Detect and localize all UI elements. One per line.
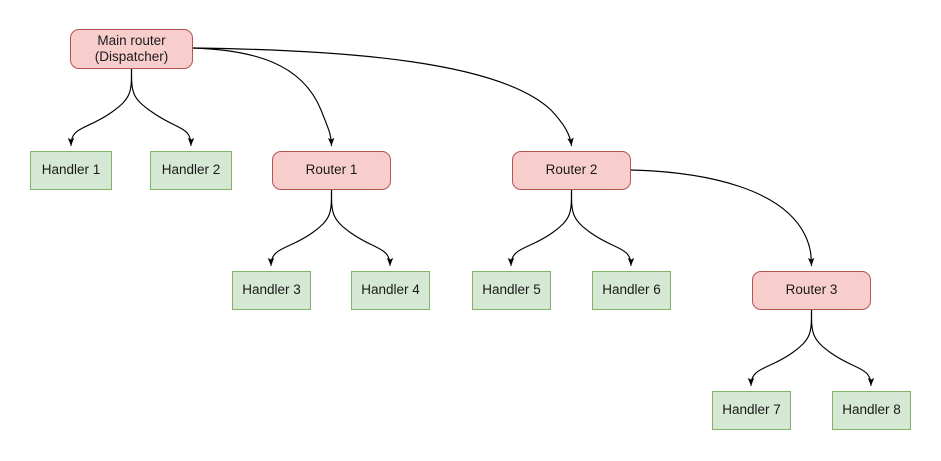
node-router-3-label: Router 3 (785, 282, 838, 298)
node-handler-3[interactable]: Handler 3 (232, 271, 311, 310)
node-handler-4[interactable]: Handler 4 (351, 271, 430, 310)
edge-main-router-to-handler-2 (130, 68, 195, 147)
edge-router-1-to-handler-3 (267, 189, 333, 267)
node-handler-1[interactable]: Handler 1 (30, 151, 112, 190)
node-handler-8-label: Handler 8 (842, 402, 901, 418)
node-handler-7[interactable]: Handler 7 (712, 391, 791, 430)
node-handler-5[interactable]: Handler 5 (472, 271, 551, 310)
node-handler-4-label: Handler 4 (361, 282, 420, 298)
node-router-2-label: Router 2 (545, 162, 598, 178)
node-router-1[interactable]: Router 1 (272, 151, 391, 190)
edge-router-1-to-handler-4 (330, 189, 394, 267)
node-handler-2-label: Handler 2 (161, 162, 221, 178)
edge-router-2-to-handler-6 (570, 189, 635, 267)
edge-main-router-to-router-1 (192, 47, 335, 147)
node-handler-6[interactable]: Handler 6 (592, 271, 671, 310)
node-router-2[interactable]: Router 2 (512, 151, 631, 190)
node-router-1-label: Router 1 (305, 162, 358, 178)
edge-router-3-to-handler-7 (747, 309, 813, 387)
node-handler-2[interactable]: Handler 2 (150, 151, 232, 190)
edge-router-2-to-handler-5 (507, 189, 573, 267)
node-handler-6-label: Handler 6 (602, 282, 661, 298)
node-main-router[interactable]: Main router (Dispatcher) (70, 29, 193, 69)
edge-main-router-to-handler-1 (67, 68, 133, 147)
edge-router-3-to-handler-8 (810, 309, 875, 387)
node-handler-3-label: Handler 3 (242, 282, 301, 298)
node-router-3[interactable]: Router 3 (752, 271, 871, 310)
node-handler-1-label: Handler 1 (41, 162, 101, 178)
edge-main-router-to-router-2 (192, 47, 574, 147)
node-main-router-label: Main router (Dispatcher) (94, 32, 169, 64)
node-handler-8[interactable]: Handler 8 (832, 391, 911, 430)
node-handler-5-label: Handler 5 (482, 282, 541, 298)
node-handler-7-label: Handler 7 (722, 402, 781, 418)
edge-router-2-to-router-3 (630, 169, 815, 267)
